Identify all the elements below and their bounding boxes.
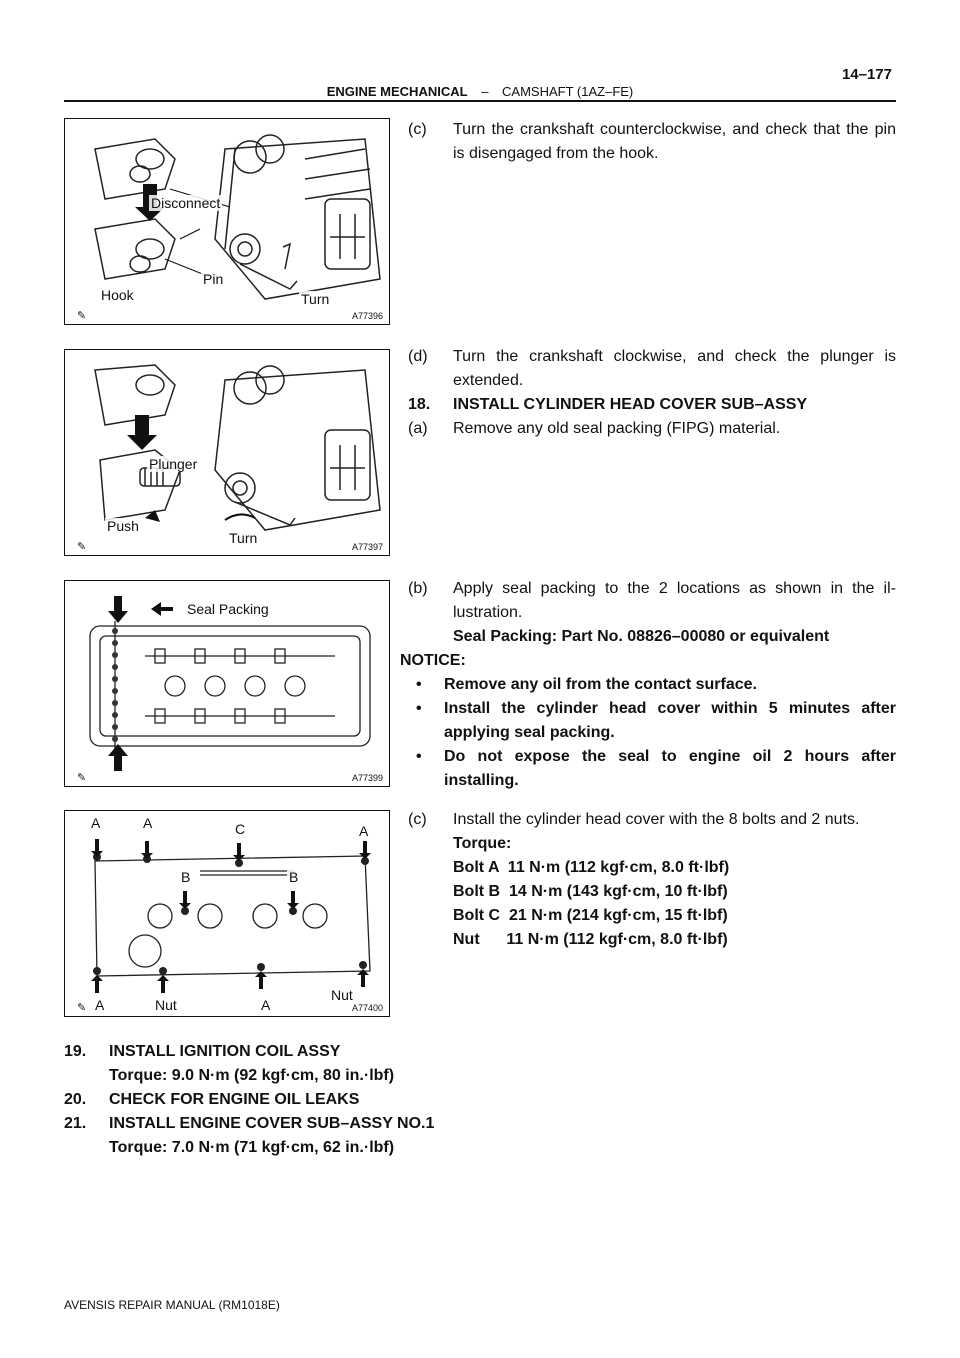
step-tag: (c) (408, 121, 427, 138)
label-disconnect: Disconnect (149, 195, 223, 211)
step-text: Turn the crankshaft counterclockwise, an… (453, 121, 896, 162)
step-heading: INSTALL ENGINE COVER SUB–ASSY NO.1 (109, 1115, 435, 1132)
step-tag: (c) (408, 811, 427, 828)
notice-item: • Remove any oil from the contact surfac… (416, 676, 757, 693)
head-cover-bolt-illustration (91, 839, 371, 993)
step-tag: (b) (408, 580, 428, 597)
notice-label: NOTICE: (400, 652, 466, 669)
step-tag: 20. (64, 1091, 87, 1108)
notice-item: • Do not expose the seal to engine oil 2… (416, 748, 896, 789)
figure-code: A77396 (351, 311, 383, 321)
torque-spec: Bolt B 14 N·m (143 kgf·cm, 10 ft·lbf) (453, 883, 728, 900)
label-bolt-a: A (93, 997, 107, 1013)
engine-illustration-2 (94, 364, 381, 531)
torque-spec: Bolt C 21 N·m (214 kgf·cm, 15 ft·lbf) (453, 907, 728, 924)
subsection-title: CAMSHAFT (1AZ–FE) (502, 84, 634, 99)
label-bolt-b: B (179, 869, 193, 885)
footer-manual-title: AVENSIS REPAIR MANUAL (RM1018E) (64, 1298, 280, 1312)
figure-mark: ✎ (77, 541, 87, 553)
step-text: Install the cylinder head cover with the… (453, 811, 860, 828)
section-title: ENGINE MECHANICAL (326, 84, 468, 99)
label-nut: Nut (153, 997, 179, 1013)
figure-a77400: A A C A B B A Nut A Nut ✎ A77400 (64, 810, 390, 1017)
torque-label: Torque: (453, 835, 512, 852)
label-plunger: Plunger (147, 456, 200, 472)
label-bolt-b: B (287, 869, 301, 885)
step-group-18: (d) Turn the crankshaft clockwise, and c… (408, 345, 896, 441)
label-bolt-a: A (357, 823, 371, 839)
figure-a77399: Seal Packing ✎ A77399 (64, 580, 390, 787)
page-number: 14–177 (841, 66, 892, 83)
figure-code: A77400 (351, 1003, 383, 1013)
label-bolt-a: A (259, 997, 273, 1013)
torque-spec: Torque: 7.0 N·m (71 kgf·cm, 62 in.·lbf) (109, 1139, 395, 1156)
step-c-install: (c) Install the cylinder head cover with… (408, 808, 896, 952)
step-text: Apply seal packing to the 2 locations as… (453, 580, 896, 621)
step-c-disengage: (c) Turn the crankshaft counterclockwise… (408, 118, 896, 166)
seal-spec: Seal Packing: Part No. 08826–00080 or eq… (453, 628, 830, 645)
figure-mark: ✎ (77, 772, 87, 784)
step-tag: (d) (408, 348, 428, 365)
step-tag: (a) (408, 420, 428, 437)
label-bolt-a: A (141, 815, 155, 831)
step-tag: 19. (64, 1043, 87, 1060)
figure-code: A77399 (351, 773, 383, 783)
label-turn: Turn (227, 530, 260, 546)
label-push: Push (105, 518, 141, 534)
torque-spec: Nut 11 N·m (112 kgf·cm, 8.0 ft·lbf) (453, 931, 728, 948)
step-heading: INSTALL IGNITION COIL ASSY (109, 1043, 341, 1060)
label-turn: Turn (299, 291, 332, 307)
label-bolt-a: A (89, 815, 103, 831)
label-seal-packing: Seal Packing (185, 601, 271, 617)
step-tag: 21. (64, 1115, 87, 1132)
label-bolt-c: C (233, 821, 248, 837)
label-pin: Pin (201, 271, 226, 287)
step-tag: 18. (408, 396, 431, 413)
figure-a77397: Plunger Push Turn ✎ A77397 (64, 349, 390, 556)
header-rule (64, 100, 896, 102)
step-heading: CHECK FOR ENGINE OIL LEAKS (109, 1091, 360, 1108)
step-text: Turn the crankshaft clockwise, and check… (453, 348, 896, 389)
head-cover-seal-illustration (89, 596, 371, 771)
figure-a77396: Disconnect Pin Hook Turn ✎ A77396 (64, 118, 390, 325)
label-nut: Nut (329, 987, 355, 1003)
header-separator: – (481, 84, 489, 99)
notice-block: NOTICE: • Remove any oil from the contac… (400, 649, 896, 793)
step-text: Remove any old seal packing (FIPG) mater… (453, 420, 781, 437)
step-b-seal: (b) Apply seal packing to the 2 location… (408, 577, 896, 649)
label-hook: Hook (99, 287, 136, 303)
figure-mark: ✎ (77, 1002, 87, 1014)
torque-spec: Bolt A 11 N·m (112 kgf·cm, 8.0 ft·lbf) (453, 859, 730, 876)
torque-spec: Torque: 9.0 N·m (92 kgf·cm, 80 in.·lbf) (109, 1067, 395, 1084)
bottom-steps: 19. INSTALL IGNITION COIL ASSY Torque: 9… (64, 1040, 564, 1160)
running-header: ENGINE MECHANICAL – CAMSHAFT (1AZ–FE) (0, 84, 960, 99)
notice-item: • Install the cylinder head cover within… (416, 700, 896, 741)
step-heading: INSTALL CYLINDER HEAD COVER SUB–ASSY (453, 396, 808, 413)
figure-code: A77397 (351, 542, 383, 552)
figure-mark: ✎ (77, 310, 87, 322)
